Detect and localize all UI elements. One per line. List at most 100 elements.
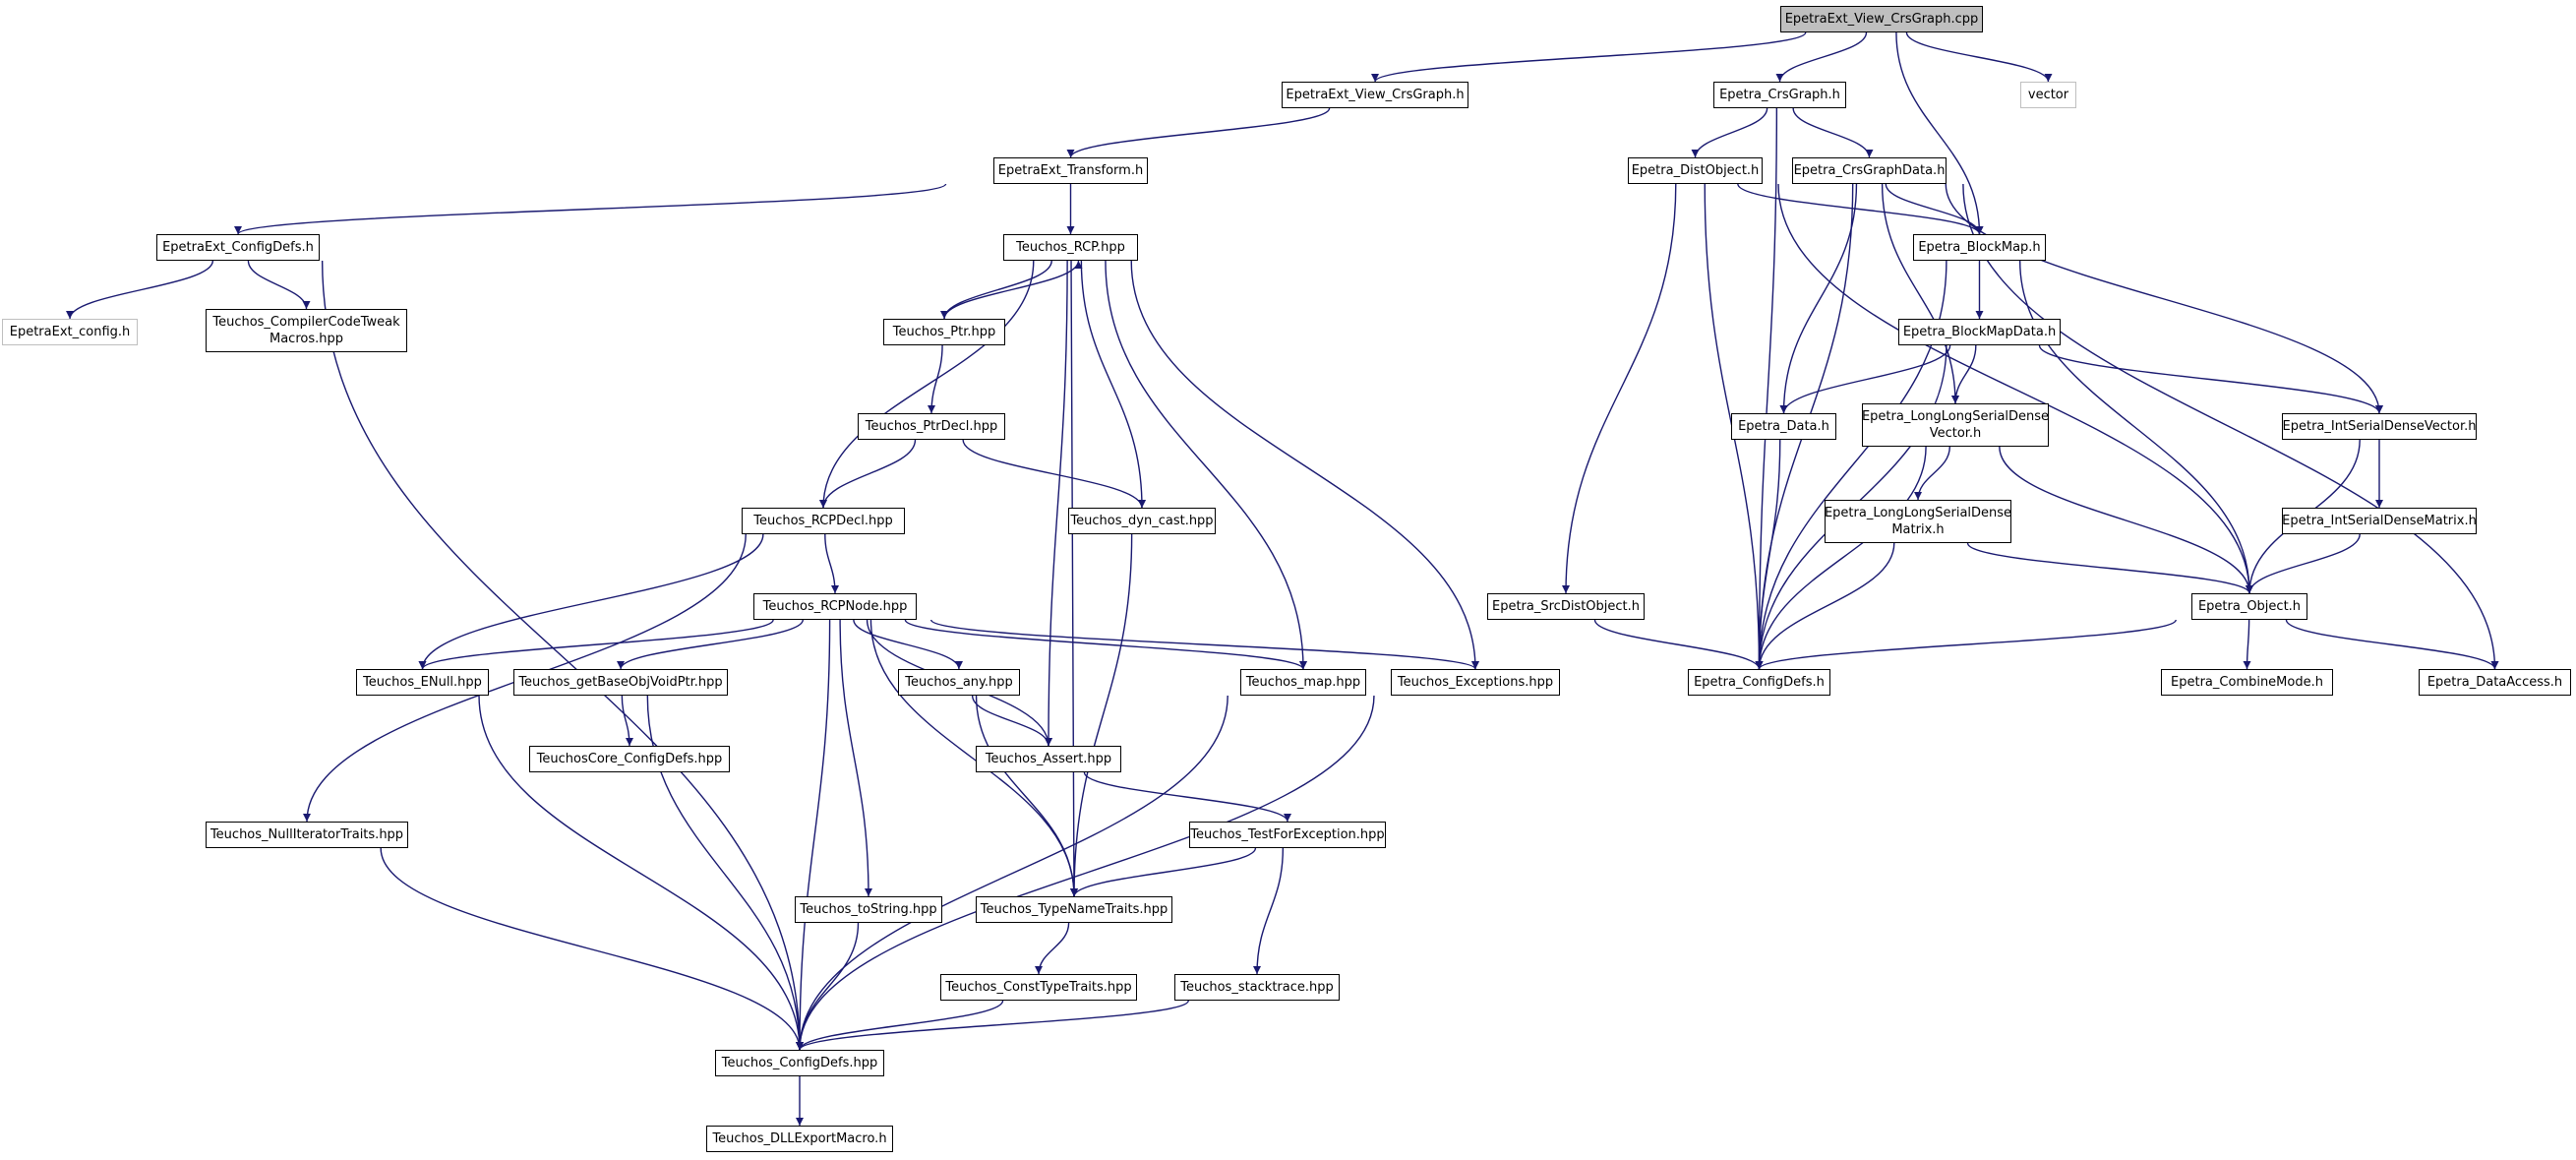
node-teuchos-rcpdecl-hpp[interactable]: Teuchos_RCPDecl.hpp <box>742 508 905 534</box>
edge-isdm-to-object <box>2246 533 2361 594</box>
edge-rcpnode-to-getbase <box>617 619 804 670</box>
edge-distobject-to-blockmap <box>1737 183 1984 235</box>
node-label-line: Teuchos_RCPDecl.hpp <box>753 514 893 528</box>
node-label-line: Teuchos_stacktrace.hpp <box>1180 980 1334 995</box>
node-label-line: Vector.h <box>1929 426 1982 441</box>
node-label-line: Epetra_LongLongSerialDense <box>1824 506 2012 520</box>
edge-testexc-to-stacktrace <box>1253 847 1285 975</box>
node-label-line: Teuchos_RCP.hpp <box>1016 240 1125 255</box>
node-epetra-distobject-h[interactable]: Epetra_DistObject.h <box>1628 157 1763 184</box>
edge-crsgraphdata-to-data <box>1779 183 1858 414</box>
node-teuchos-any-hpp[interactable]: Teuchos_any.hpp <box>898 669 1020 696</box>
node-teuchos-dyn-cast-hpp[interactable]: Teuchos_dyn_cast.hpp <box>1068 508 1216 534</box>
edge-enull-to-t_configdefs <box>478 695 804 1051</box>
node-teuchos-rcpnode-hpp[interactable]: Teuchos_RCPNode.hpp <box>753 593 917 620</box>
edge-llsdv-to-ep_configdefs <box>1755 446 1927 670</box>
edge-rcpnode-to-tostring <box>839 619 872 897</box>
node-teuchos-rcp-hpp[interactable]: Teuchos_RCP.hpp <box>1003 234 1138 261</box>
node-label-line: Teuchos_Assert.hpp <box>985 752 1112 766</box>
edge-data-to-ep_configdefs <box>1755 439 1781 670</box>
node-label-line: Epetra_BlockMap.h <box>1918 240 2041 255</box>
node-epetraext-transform-h[interactable]: EpetraExt_Transform.h <box>993 157 1148 184</box>
node-label-line: vector <box>2027 88 2069 102</box>
node-teuchos-assert-hpp[interactable]: Teuchos_Assert.hpp <box>976 746 1121 772</box>
node-teuchos-nulliteratortraits-hpp[interactable]: Teuchos_NullIteratorTraits.hpp <box>206 822 408 848</box>
node-teuchos-testforexception-hpp[interactable]: Teuchos_TestForException.hpp <box>1189 822 1386 848</box>
node-label-line: Teuchos_dyn_cast.hpp <box>1070 514 1214 528</box>
node-teuchos-configdefs-hpp[interactable]: Teuchos_ConfigDefs.hpp <box>715 1050 884 1076</box>
node-epetra-crsgraph-h[interactable]: Epetra_CrsGraph.h <box>1713 82 1846 108</box>
node-label-line: Teuchos_CompilerCodeTweak <box>212 315 400 330</box>
edge-srcdist-to-ep_configdefs <box>1593 619 1764 670</box>
node-label-line: Teuchos_getBaseObjVoidPtr.hpp <box>518 675 723 690</box>
edge-testexc-to-typename <box>1070 847 1257 897</box>
node-label-line: Teuchos_TypeNameTraits.hpp <box>980 902 1168 917</box>
node-label-line: Teuchos_DLLExportMacro.h <box>712 1131 887 1146</box>
node-epetra-object-h[interactable]: Epetra_Object.h <box>2191 593 2307 620</box>
node-teuchos-consttypetraits-hpp[interactable]: Teuchos_ConstTypeTraits.hpp <box>940 974 1137 1001</box>
node-label-line: EpetraExt_Transform.h <box>997 163 1144 178</box>
node-label-line: Teuchos_ENull.hpp <box>363 675 482 690</box>
node-epetraext-config-h[interactable]: EpetraExt_config.h <box>2 319 138 345</box>
edge-crsgraph-to-distobject <box>1691 107 1768 158</box>
edge-rcpnode-to-exceptions <box>929 619 1479 670</box>
node-label-line: Epetra_Object.h <box>2197 599 2302 614</box>
node-epetra-configdefs-h[interactable]: Epetra_ConfigDefs.h <box>1688 669 1830 696</box>
node-label-line: EpetraExt_ConfigDefs.h <box>162 240 314 255</box>
node-teuchos-ptrdecl-hpp[interactable]: Teuchos_PtrDecl.hpp <box>858 413 1005 440</box>
node-epetra-blockmapdata-h[interactable]: Epetra_BlockMapData.h <box>1898 319 2061 345</box>
node-label-line: Teuchos_PtrDecl.hpp <box>865 419 998 434</box>
node-teuchos-enull-hpp[interactable]: Teuchos_ENull.hpp <box>356 669 489 696</box>
node-teuchos-map-hpp[interactable]: Teuchos_map.hpp <box>1240 669 1366 696</box>
edge-crsgraph-to-ep_configdefs <box>1755 107 1778 670</box>
edge-dyncast-to-typename <box>1070 533 1133 897</box>
edge-ext_configdefs-to-codetweak <box>247 260 311 310</box>
edge-llsdm-to-object <box>1966 542 2253 594</box>
edge-blockmapdata-to-isdv <box>2038 344 2383 414</box>
edge-distobject-to-srcdist <box>1562 183 1677 594</box>
node-label-line: Epetra_CrsGraph.h <box>1719 88 1840 102</box>
edge-root-to-view_h <box>1371 31 1807 83</box>
node-label-line: Epetra_LongLongSerialDense <box>1861 409 2050 424</box>
edge-blockmap-to-object <box>2018 260 2253 594</box>
edge-rcp-to-exceptions <box>1130 260 1479 670</box>
node-teuchos-ptr-hpp[interactable]: Teuchos_Ptr.hpp <box>883 319 1005 345</box>
node-epetra-combinemode-h[interactable]: Epetra_CombineMode.h <box>2161 669 2333 696</box>
node-label-line: Teuchos_Exceptions.hpp <box>1397 675 1554 690</box>
node-vector[interactable]: vector <box>2020 82 2076 108</box>
edge-blockmapdata-to-data <box>1779 344 1951 414</box>
node-epetra-intserialdensevector-h[interactable]: Epetra_IntSerialDenseVector.h <box>2282 413 2477 440</box>
node-label-line: Matrix.h <box>1891 522 1945 537</box>
node-teuchos-stacktrace-hpp[interactable]: Teuchos_stacktrace.hpp <box>1174 974 1340 1001</box>
node-label-line: Epetra_IntSerialDenseVector.h <box>2282 419 2477 434</box>
edge-crsgraphdata-to-isdv <box>1945 183 2383 414</box>
node-teuchos-dllexportmacro-h[interactable]: Teuchos_DLLExportMacro.h <box>706 1126 893 1152</box>
node-epetra-blockmap-h[interactable]: Epetra_BlockMap.h <box>1913 234 2046 261</box>
node-label-line: Teuchos_ConfigDefs.hpp <box>721 1056 878 1070</box>
node-teuchoscore-configdefs-hpp[interactable]: TeuchosCore_ConfigDefs.hpp <box>529 746 730 772</box>
node-epetraext-view-crsgraph-h[interactable]: EpetraExt_View_CrsGraph.h <box>1282 82 1468 108</box>
edge-ext_configdefs-to-t_configdefs <box>321 260 804 1051</box>
node-epetraext-view-crsgraph-cpp[interactable]: EpetraExt_View_CrsGraph.cpp <box>1780 6 1983 32</box>
edge-rcp-to-typename <box>1069 260 1078 897</box>
node-epetra-crsgraphdata-h[interactable]: Epetra_CrsGraphData.h <box>1792 157 1947 184</box>
edge-llsdm-to-ep_configdefs <box>1755 542 1895 670</box>
node-epetra-dataaccess-h[interactable]: Epetra_DataAccess.h <box>2419 669 2571 696</box>
node-label-line: Teuchos_map.hpp <box>1245 675 1361 690</box>
node-epetra-srcdistobject-h[interactable]: Epetra_SrcDistObject.h <box>1487 593 1645 620</box>
node-label-line: Epetra_CombineMode.h <box>2171 675 2323 690</box>
node-label-line: Epetra_ConfigDefs.h <box>1694 675 1825 690</box>
node-teuchos-typenametraits-hpp[interactable]: Teuchos_TypeNameTraits.hpp <box>976 896 1172 923</box>
node-epetra-data-h[interactable]: Epetra_Data.h <box>1731 413 1836 440</box>
node-teuchos-getbaseobjvoidptr-hpp[interactable]: Teuchos_getBaseObjVoidPtr.hpp <box>513 669 728 696</box>
edge-nullit-to-t_configdefs <box>380 847 804 1051</box>
node-epetraext-configdefs-h[interactable]: EpetraExt_ConfigDefs.h <box>156 234 320 261</box>
node-teuchos-exceptions-hpp[interactable]: Teuchos_Exceptions.hpp <box>1391 669 1560 696</box>
node-teuchos-tostring-hpp[interactable]: Teuchos_toString.hpp <box>795 896 942 923</box>
node-epetra-intserialdensematrix-h[interactable]: Epetra_IntSerialDenseMatrix.h <box>2282 508 2477 534</box>
edge-rcp-to-assert <box>1045 260 1068 747</box>
